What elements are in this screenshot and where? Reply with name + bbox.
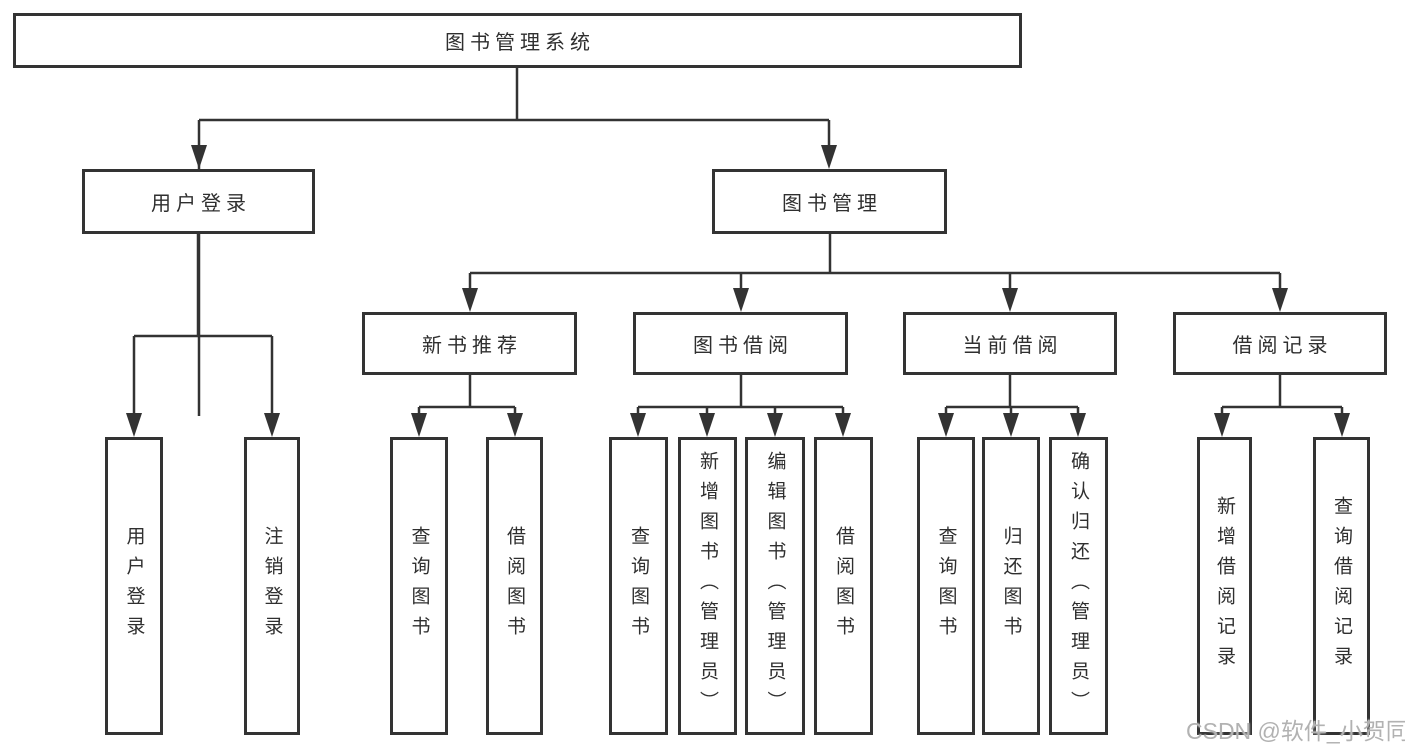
connector-new-book-children <box>417 375 517 416</box>
node-label: 查询图书 <box>408 526 430 646</box>
node-label: 用户登录 <box>151 193 251 215</box>
leaf-query-book-current: 查询图书 <box>917 437 975 735</box>
arrow-down-icon <box>835 413 851 437</box>
leaf-user-login: 用户登录 <box>105 437 163 735</box>
node-user-login: 用户登录 <box>82 169 315 234</box>
node-label: 图书借阅 <box>693 335 793 357</box>
leaf-confirm-return-admin: 确认归还（管理员） <box>1049 437 1108 735</box>
node-label: 新书推荐 <box>422 335 522 357</box>
node-label: 用户登录 <box>123 526 145 646</box>
connector-user-login-children <box>132 234 274 416</box>
arrow-down-icon <box>1334 413 1350 437</box>
node-label: 归还图书 <box>1000 526 1022 646</box>
node-label: 查询图书 <box>935 526 957 646</box>
arrow-down-icon <box>1003 413 1019 437</box>
leaf-borrow-book-recommend: 借阅图书 <box>486 437 543 735</box>
node-label: 借阅记录 <box>1232 335 1333 357</box>
arrow-down-icon <box>733 288 749 312</box>
arrow-down-icon <box>411 413 427 437</box>
arrow-down-icon <box>1272 288 1288 312</box>
leaf-add-borrow-record: 新增借阅记录 <box>1197 437 1252 735</box>
node-root-system: 图书管理系统 <box>13 13 1022 68</box>
node-label: 新增借阅记录 <box>1214 496 1235 676</box>
arrow-down-icon <box>630 413 646 437</box>
arrow-down-icon <box>821 145 837 169</box>
node-label: 查询图书 <box>628 526 649 646</box>
node-label: 当前借阅 <box>962 335 1063 357</box>
arrow-down-icon <box>462 288 478 312</box>
node-label: 借阅图书 <box>504 526 525 646</box>
arrow-down-icon <box>191 145 207 169</box>
arrow-down-icon <box>938 413 954 437</box>
node-new-book-recommend: 新书推荐 <box>362 312 577 375</box>
arrow-down-icon <box>126 413 142 437</box>
connector-borrow-record-children <box>1220 375 1344 416</box>
node-book-management: 图书管理 <box>712 169 947 234</box>
arrow-down-icon <box>1002 288 1018 312</box>
node-label: 编辑图书（管理员） <box>764 451 786 721</box>
arrow-down-icon <box>264 413 280 437</box>
leaf-logout: 注销登录 <box>244 437 300 735</box>
node-label: 新增图书（管理员） <box>697 451 718 721</box>
node-label: 查询借阅记录 <box>1331 496 1352 676</box>
leaf-query-book-recommend: 查询图书 <box>390 437 448 735</box>
node-label: 借阅图书 <box>833 526 854 646</box>
connector-book-mgmt-children <box>468 234 1282 291</box>
connector-current-borrow-children <box>944 375 1080 416</box>
arrow-down-icon <box>767 413 783 437</box>
connector-book-borrow-children <box>636 375 845 416</box>
arrow-down-icon <box>699 413 715 437</box>
arrow-down-icon <box>1070 413 1086 437</box>
arrow-down-icon <box>507 413 523 437</box>
leaf-borrow-book-borrowing: 借阅图书 <box>814 437 873 735</box>
leaf-add-book-admin: 新增图书（管理员） <box>678 437 737 735</box>
leaf-return-book: 归还图书 <box>982 437 1040 735</box>
csdn-watermark: CSDN @软件_小贺同学 <box>1186 718 1405 744</box>
node-label: 图书管理系统 <box>445 32 595 54</box>
node-label: 注销登录 <box>261 526 283 646</box>
node-book-borrowing: 图书借阅 <box>633 312 848 375</box>
leaf-edit-book-admin: 编辑图书（管理员） <box>745 437 805 735</box>
node-label: 确认归还（管理员） <box>1068 451 1089 721</box>
node-current-borrowing: 当前借阅 <box>903 312 1117 375</box>
leaf-query-book-borrowing: 查询图书 <box>609 437 668 735</box>
node-borrowing-records: 借阅记录 <box>1173 312 1387 375</box>
node-label: 图书管理 <box>782 193 882 215</box>
leaf-query-borrow-record: 查询借阅记录 <box>1313 437 1370 735</box>
arrow-down-icon <box>1214 413 1230 437</box>
